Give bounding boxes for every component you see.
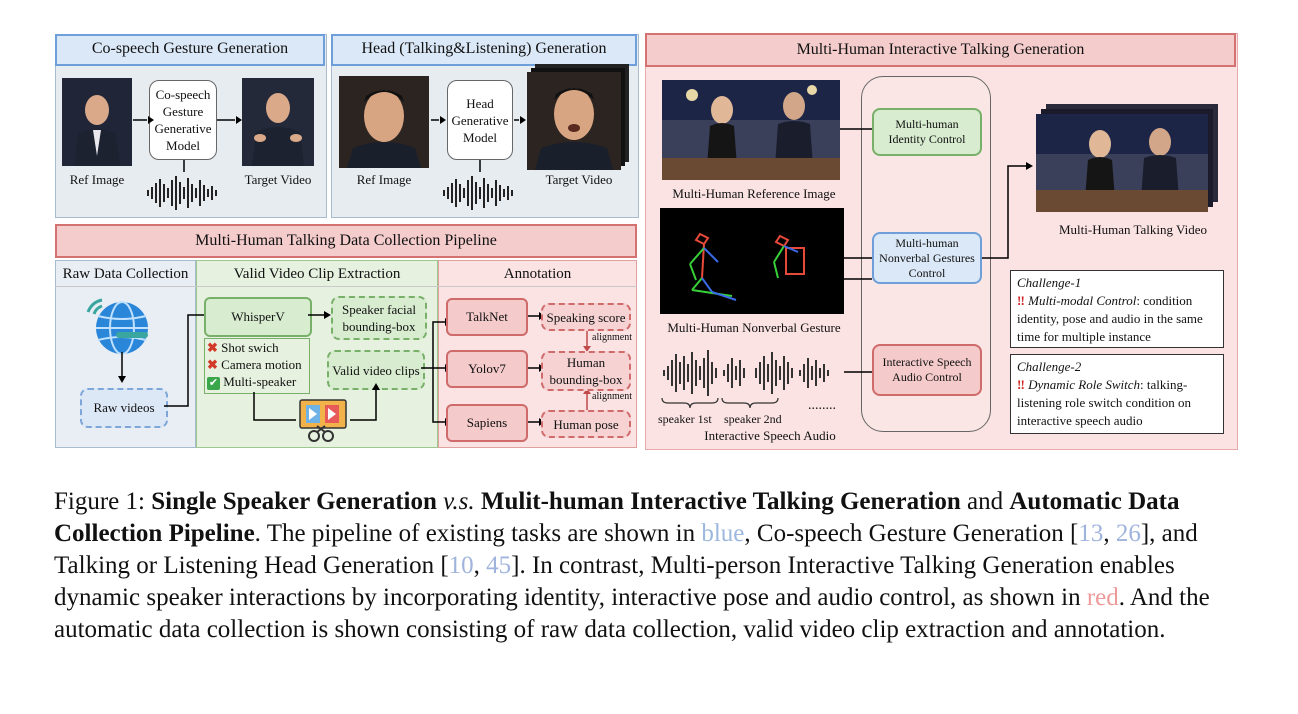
caption-text-5: . And the automatic data collection is s…: [54, 584, 1210, 643]
target-video-label-head: Target Video: [545, 172, 613, 187]
citation-13[interactable]: 13: [1078, 520, 1104, 547]
speaker-2-label: speaker 2nd: [724, 412, 782, 426]
caption-text-1: . The pipeline of existing tasks are sho…: [254, 520, 702, 547]
alignment-label-2: alignment: [592, 391, 632, 402]
gesture-caption: Multi-Human Nonverbal Gesture: [667, 320, 841, 335]
challenge-1-desc: : condition identity, pose and audio in …: [1017, 293, 1203, 344]
target-video-label: Target Video: [244, 172, 312, 187]
valid-clips-box: Valid video clips: [327, 350, 425, 390]
caption-comma-1: ,: [1103, 520, 1116, 547]
human-pose-box: Human pose: [541, 410, 631, 438]
output-caption: Multi-Human Talking Video: [1058, 222, 1208, 237]
check-shot-label: Shot swich: [221, 340, 279, 355]
challenge-1-box: Challenge-1 ‼ Multi-modal Control: condi…: [1010, 270, 1224, 348]
head-arrows: [431, 116, 526, 172]
interactive-audio-waveform-icon: [663, 350, 829, 396]
cospeech-title: Co-speech Gesture Generation: [55, 34, 325, 66]
identity-connector: [840, 128, 872, 130]
audio-control-box: Interactive Speech Audio Control: [872, 344, 982, 396]
caption-text-3: ], and Talking or Listening Head Generat…: [54, 520, 1198, 579]
speaking-score-box: Speaking score: [541, 303, 631, 331]
gesture-control-box: Multi-human Nonverbal Gestures Control: [872, 232, 982, 284]
warning-icon: ‼: [1017, 293, 1025, 308]
multi-human-nonverbal-gesture: [660, 208, 844, 314]
video-edit-icon: [299, 399, 347, 442]
challenge-1-name: Multi-modal Control: [1028, 293, 1137, 308]
speaker-braces: [661, 397, 779, 409]
valid-arrows: [164, 311, 380, 421]
globe-icon: [86, 298, 148, 355]
talknet-box: TalkNet: [446, 298, 528, 336]
check-icon: ✔: [207, 377, 220, 390]
right-arrows: [840, 162, 1033, 373]
sapiens-box: Sapiens: [446, 404, 528, 442]
warning-icon: ‼: [1017, 377, 1025, 392]
caption-and: and: [960, 488, 1010, 515]
check-list: [204, 338, 310, 394]
target-video-cospeech: [242, 78, 314, 166]
pipeline-raw-arrow: [118, 352, 126, 383]
head-title: Head (Talking&Listening) Generation: [331, 34, 637, 66]
citation-10[interactable]: 10: [448, 552, 474, 579]
caption-text-4: ]. In contrast, Multi-person Interactive…: [54, 552, 1175, 611]
raw-videos-box: Raw videos: [80, 388, 168, 428]
audio-caption: Interactive Speech Audio: [704, 428, 836, 443]
challenge-2-box: Challenge-2 ‼ Dynamic Role Switch: talki…: [1010, 354, 1224, 434]
caption-bold-1: Single Speaker Generation: [151, 488, 437, 515]
ref-image-cospeech: [62, 78, 132, 166]
cospeech-model: Co-speech Gesture Generative Model: [149, 80, 217, 160]
more-speakers-dots: ........: [808, 398, 836, 413]
target-video-head: [527, 72, 621, 170]
speaker-1-label: speaker 1st: [658, 412, 712, 426]
col-valid-title: Valid Video Clip Extraction: [233, 266, 401, 282]
cross-icon: ✖: [207, 357, 218, 372]
pipeline-title: Multi-Human Talking Data Collection Pipe…: [55, 224, 637, 258]
cospeech-arrows: [133, 116, 242, 172]
challenge-1-title: Challenge-1: [1017, 275, 1082, 290]
ref-image-label: Ref Image: [69, 172, 125, 187]
check-multi: ✔ Multi-speaker: [207, 374, 296, 390]
ref-image-label-head: Ref Image: [356, 172, 412, 187]
challenge-2-desc: : talking-listening role switch conditio…: [1017, 377, 1192, 428]
human-bbox-box: Human bounding-box: [541, 351, 631, 391]
caption-fig: Figure 1:: [54, 488, 152, 515]
challenge-2-name: Dynamic Role Switch: [1028, 377, 1141, 392]
head-model: Head Generative Model: [447, 80, 513, 160]
alignment-label-1: alignment: [592, 332, 632, 343]
check-camera: ✖ Camera motion: [207, 357, 302, 373]
figure-caption: Figure 1: Single Speaker Generation v.s.…: [54, 486, 1244, 646]
caption-bold-3: Automatic Data Collection Pipeline: [54, 488, 1180, 547]
ref-image-caption: Multi-Human Reference Image: [672, 186, 836, 201]
identity-control-box: Multi-human Identity Control: [872, 108, 982, 156]
caption-comma-2: ,: [473, 552, 487, 579]
col-raw-title: Raw Data Collection: [62, 266, 189, 282]
check-camera-label: Camera motion: [221, 357, 302, 372]
check-shot: ✖ Shot swich: [207, 340, 279, 356]
caption-blue: blue: [701, 520, 745, 547]
challenge-1-text: ‼ Multi-modal Control: condition identit…: [1017, 292, 1217, 346]
citation-26[interactable]: 26: [1115, 520, 1141, 547]
caption-red: red: [1086, 584, 1119, 611]
multi-human-reference-image: [662, 80, 840, 180]
citation-45[interactable]: 45: [486, 552, 512, 579]
challenge-2-title: Challenge-2: [1017, 359, 1082, 374]
caption-vs: v.s.: [436, 488, 481, 515]
col-annot-title: Annotation: [503, 266, 572, 282]
col-divider: [55, 286, 637, 287]
interactive-title: Multi-Human Interactive Talking Generati…: [645, 33, 1236, 67]
caption-text-2: , Co-speech Gesture Generation [: [744, 520, 1079, 547]
yolov7-box: Yolov7: [446, 350, 528, 388]
challenge-2-text: ‼ Dynamic Role Switch: talking-listening…: [1017, 376, 1217, 430]
caption-bold-2: Mulit-human Interactive Talking Generati…: [480, 488, 961, 515]
speaker-bbox-box: Speaker facial bounding-box: [331, 296, 427, 340]
audio-waveform-icon-head: [443, 176, 513, 210]
audio-waveform-icon: [147, 176, 217, 210]
whisperv-box: WhisperV: [204, 297, 312, 337]
multi-human-talking-video: [1036, 114, 1208, 212]
ref-image-head: [339, 76, 429, 168]
check-multi-label: Multi-speaker: [223, 374, 297, 389]
cross-icon: ✖: [207, 340, 218, 355]
